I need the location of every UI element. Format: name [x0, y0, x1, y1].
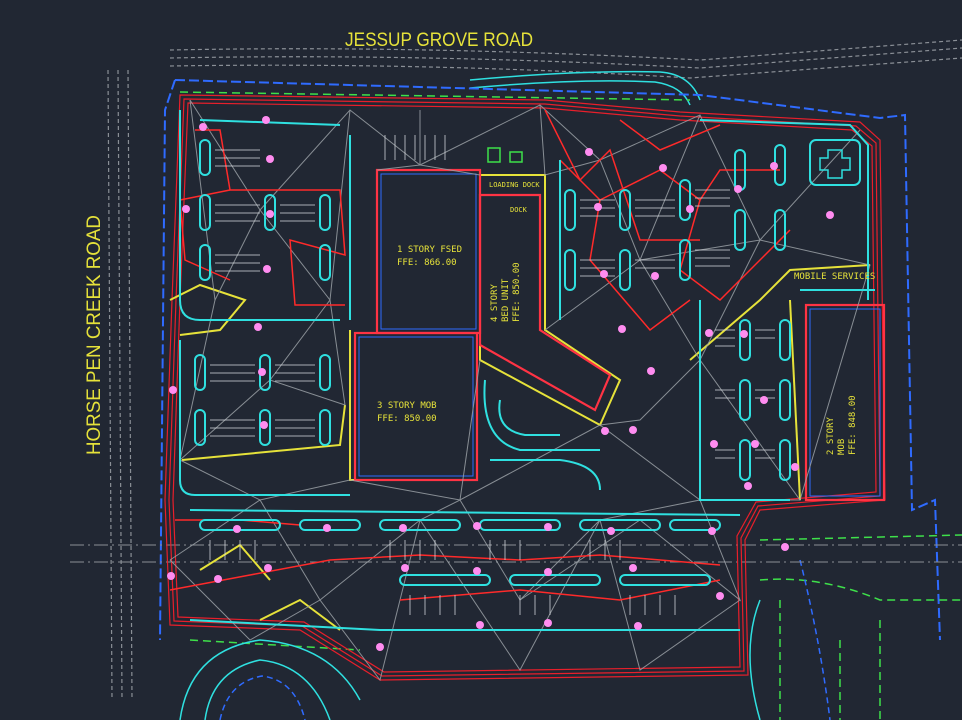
- fsed-building-label: 1 STORY FSED: [397, 245, 462, 255]
- mob-building-label: 3 STORY MOB: [377, 401, 437, 411]
- offsite-dashed-blue: [219, 559, 831, 720]
- mobile-services-label: MOBILE SERVICES: [794, 272, 875, 282]
- offsite-curbs: [179, 599, 761, 720]
- mob-ffe-label: FFE: 850.00: [377, 414, 437, 424]
- jessup-grove-road-lines: [169, 39, 962, 79]
- helipad-cross-symbol: [819, 149, 851, 179]
- overhead-electric-lines: [70, 544, 962, 563]
- building-outlines: [353, 168, 886, 502]
- dock-label: DOCK: [510, 206, 528, 214]
- green-offsite-lines: [179, 91, 962, 720]
- property-boundary-line-west: [159, 79, 176, 641]
- loading-dock-label: LOADING DOCK: [489, 181, 540, 189]
- east-mob-ffe-label: FFE: 848.00: [848, 395, 858, 455]
- horse-pen-creek-road-lines: [107, 69, 133, 701]
- parking-curbs: [179, 110, 875, 631]
- property-boundary-line: [174, 79, 941, 641]
- utility-symbols: [487, 147, 523, 163]
- light-poles: [167, 116, 834, 651]
- bed-unit-ffe-label: FFE: 850.00: [512, 262, 522, 322]
- grading-contour-band: [164, 94, 886, 681]
- road-label-horse-pen-creek: HORSE PEN CREEK ROAD: [84, 215, 105, 455]
- bed-unit-story-label: 4 STORY: [490, 283, 500, 322]
- fsed-ffe-label: FFE: 866.00: [397, 258, 457, 268]
- bed-unit-name-label: BED UNIT: [501, 278, 511, 322]
- east-mob-story-label: 2 STORY: [826, 416, 836, 455]
- east-mob-name-label: MOB: [837, 439, 847, 455]
- building-fill-hatch: [358, 173, 881, 497]
- road-label-jessup-grove: JESSUP GROVE ROAD: [345, 30, 533, 51]
- jessup-grove-road-curbs: [469, 70, 701, 106]
